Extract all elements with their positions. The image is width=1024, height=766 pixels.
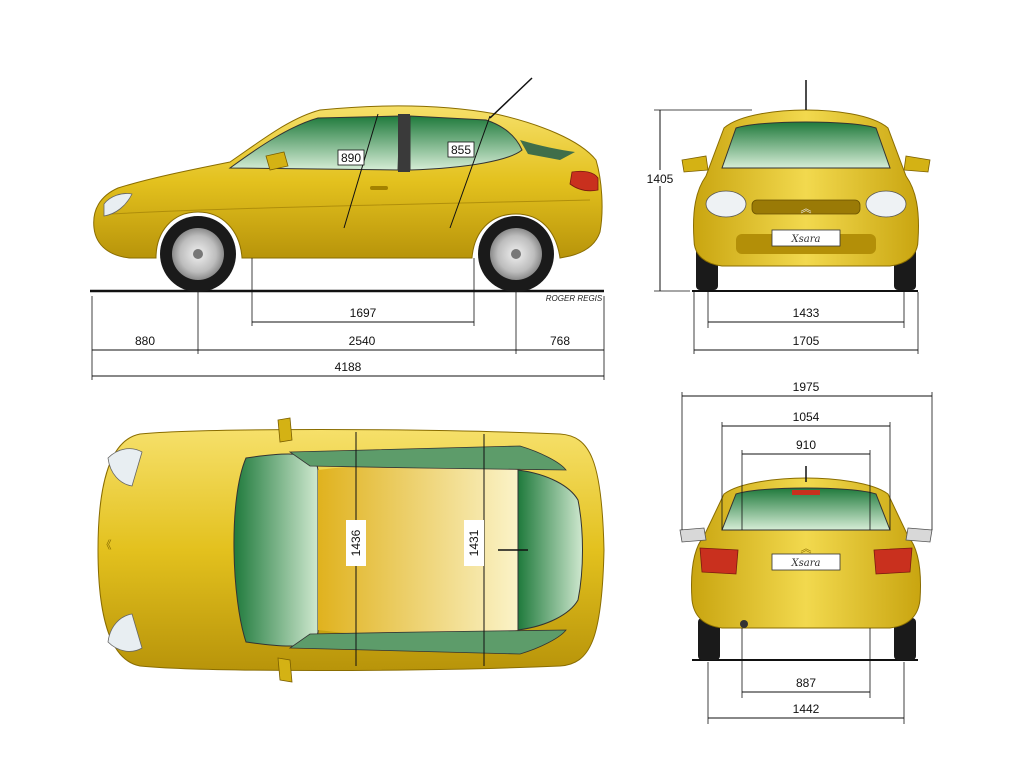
rear-wheel: [478, 216, 554, 292]
top-side-window-upper: [288, 445, 567, 471]
front-plate-text: Xsara: [791, 234, 821, 245]
dim-overall-width: 1705: [793, 334, 820, 348]
dim-rear-interior-width: 1431: [467, 529, 481, 556]
rear-plate-text: Xsara: [791, 558, 821, 569]
top-mirror-lower: [277, 657, 293, 683]
headlight-right: [865, 190, 907, 218]
top-side-window-lower: [288, 629, 567, 655]
dim-height: 1405: [647, 172, 674, 186]
dim-width-with-mirrors: 1975: [793, 380, 820, 394]
taillight-left: [699, 547, 739, 575]
chevron-logo-rear-icon: ︽: [801, 542, 812, 555]
front-grille: [751, 199, 861, 215]
b-pillar: [398, 114, 410, 172]
door-handle: [370, 186, 388, 190]
top-rear-window: [517, 469, 583, 631]
dim-front-interior-width: 1436: [349, 529, 363, 556]
dim-upper-width: 1054: [793, 410, 820, 424]
top-headlight-upper: [107, 448, 143, 487]
front-view: ︽ Xsara 1405 1433 1705: [644, 80, 931, 354]
antenna-side: [489, 77, 533, 119]
dim-front-track: 1433: [793, 306, 820, 320]
dim-window-front: 890: [341, 151, 361, 165]
headlight-left: [705, 190, 747, 218]
dim-window-rear: 855: [451, 143, 471, 157]
rear-mirror-right: [905, 527, 933, 543]
dim-lower-width: 887: [796, 676, 816, 690]
exhaust-pipe: [740, 620, 748, 628]
dim-rear-track: 1442: [793, 702, 820, 716]
top-roof: [318, 464, 518, 636]
dim-overall-length: 4188: [335, 360, 362, 374]
top-headlight-lower: [107, 613, 143, 652]
top-mirror-upper: [277, 417, 293, 443]
side-headlight: [103, 193, 133, 217]
rear-plate: [771, 553, 841, 571]
chevron-logo-front-icon: ︽: [801, 202, 812, 215]
side-crease: [109, 199, 591, 215]
illustrator-credit: ROGER REGIS: [546, 294, 603, 303]
windscreen: [721, 121, 891, 169]
dim-front-overhang: 880: [135, 334, 155, 348]
front-mirror-left: [681, 155, 709, 173]
front-wheel: [160, 216, 236, 292]
dim-wheelbase: 2540: [349, 334, 376, 348]
rear-brake-light: [792, 490, 820, 495]
rear-view: ︽ Xsara 1975 1054 910 887 1442: [679, 380, 933, 724]
side-view: 890 855 ROGER REGIS 1697 880 2540 768 41…: [90, 77, 605, 380]
taillight-right: [873, 547, 913, 575]
rear-mirror-left: [679, 527, 707, 543]
side-taillight: [569, 170, 599, 192]
side-mirror: [265, 151, 289, 171]
dim-rear-overhang: 768: [550, 334, 570, 348]
dim-rear-window-width: 910: [796, 438, 816, 452]
front-plate: [771, 229, 841, 247]
rear-quarter-glass: [520, 140, 575, 160]
front-mirror-right: [903, 155, 931, 173]
dim-inner-length: 1697: [350, 306, 377, 320]
top-windscreen: [233, 453, 319, 647]
top-view: ︽ 1436 1431: [97, 417, 605, 683]
chevron-logo-top-icon: ︽: [100, 539, 113, 550]
